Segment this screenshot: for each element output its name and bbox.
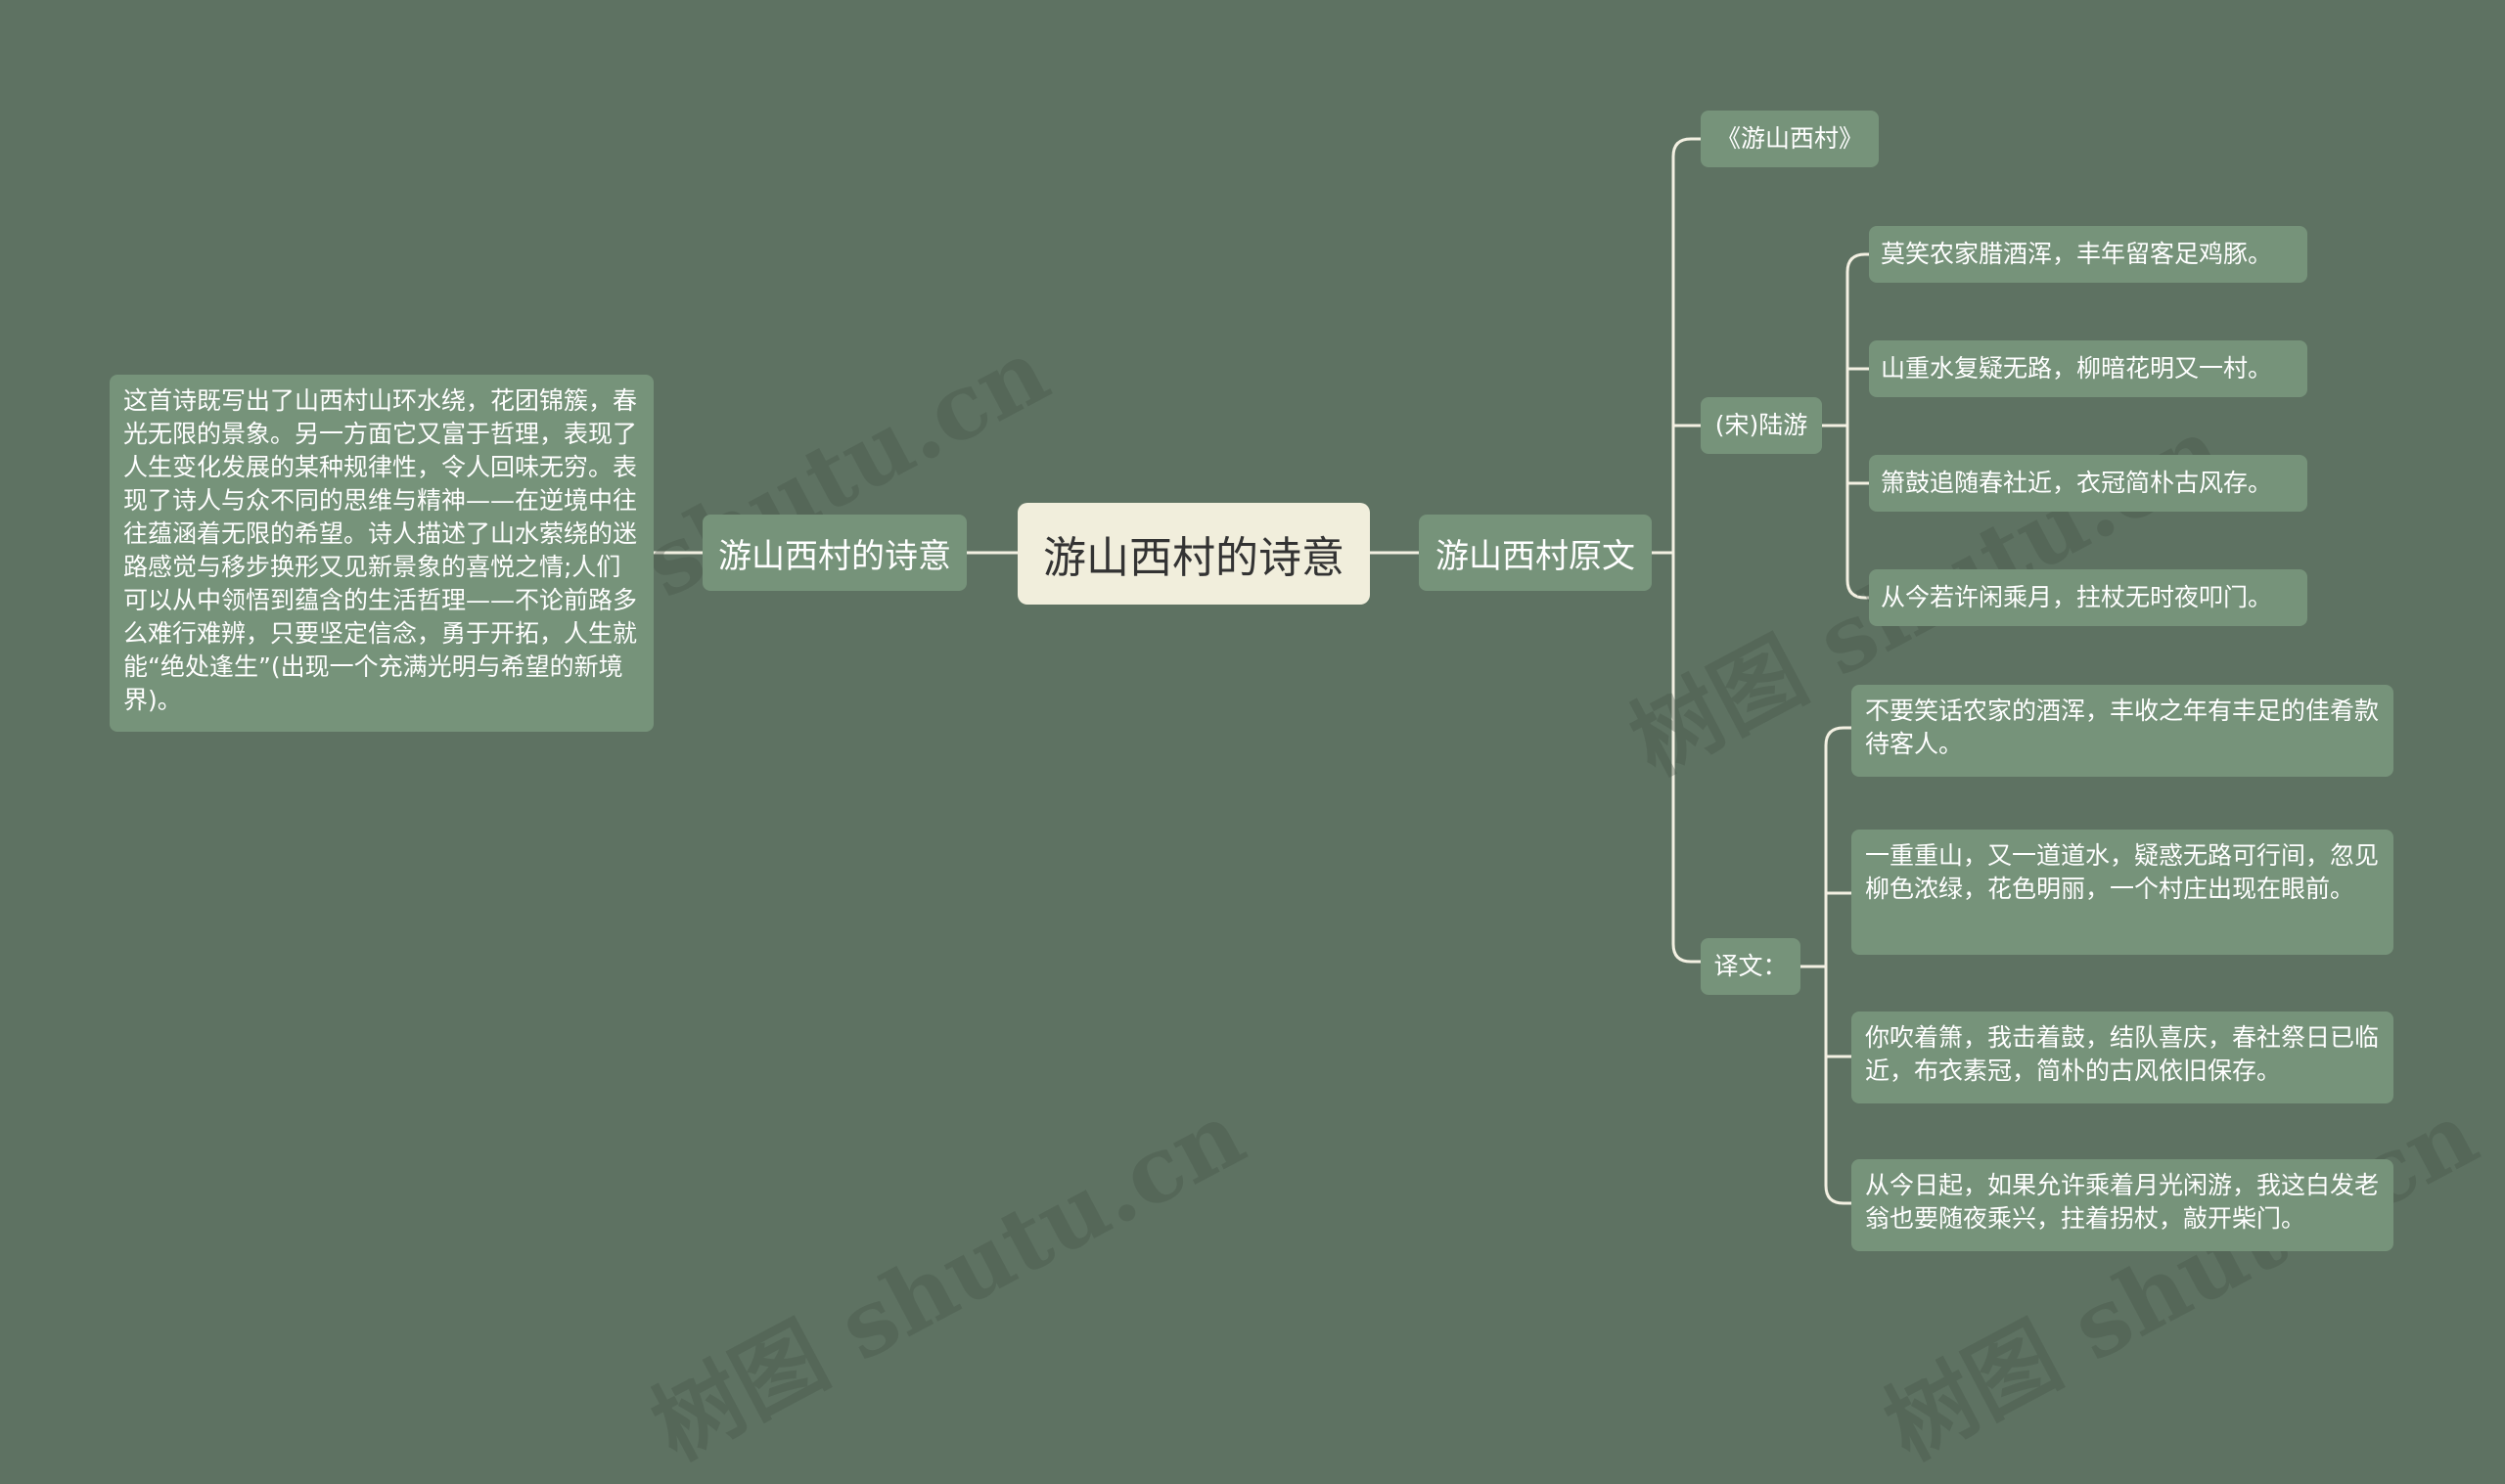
branch-poem-meaning[interactable]: 游山西村的诗意 [703, 515, 967, 591]
author-label: (宋)陆游 [1714, 411, 1808, 439]
poem-line[interactable]: 山重水复疑无路，柳暗花明又一村。 [1869, 340, 2307, 397]
poem-line-text: 从今若许闲乘月，拄杖无时夜叩门。 [1881, 583, 2273, 611]
poem-line[interactable]: 从今若许闲乘月，拄杖无时夜叩门。 [1869, 569, 2307, 626]
poem-line-text: 莫笑农家腊酒浑，丰年留客足鸡豚。 [1881, 240, 2273, 268]
poem-line-text: 山重水复疑无路，柳暗花明又一村。 [1881, 354, 2273, 382]
trunk-translation [1800, 726, 1851, 1205]
root-node[interactable]: 游山西村的诗意 [1018, 503, 1370, 605]
translation-text: 从今日起，如果允许乘着月光闲游，我这白发老翁也要随夜乘兴，拄着拐杖，敲开柴门。 [1865, 1171, 2380, 1233]
branch-label: 游山西村的诗意 [718, 536, 951, 576]
poem-line-text: 箫鼓追随春社近，衣冠简朴古风存。 [1881, 469, 2273, 497]
mind-map-canvas: 树图 shutu.cn 树图 shutu.cn 树图 shutu.cn 树图 s… [110, 111, 2493, 1480]
translation-line[interactable]: 一重重山，又一道道水，疑惑无路可行间，忽见柳色浓绿，花色明丽，一个村庄出现在眼前… [1851, 830, 2393, 955]
trunk-right [1652, 137, 1701, 964]
translation-line[interactable]: 不要笑话农家的酒浑，丰收之年有丰足的佳肴款待客人。 [1851, 685, 2393, 777]
poem-line[interactable]: 莫笑农家腊酒浑，丰年留客足鸡豚。 [1869, 226, 2307, 283]
connector-lines [654, 137, 1869, 1205]
translation-text: 你吹着箫，我击着鼓，结队喜庆，春社祭日已临近，布衣素冠，简朴的古风依旧保存。 [1865, 1023, 2380, 1085]
translation-line[interactable]: 从今日起，如果允许乘着月光闲游，我这白发老翁也要随夜乘兴，拄着拐杖，敲开柴门。 [1851, 1159, 2393, 1251]
translation-label: 译文： [1713, 952, 1788, 980]
meaning-note[interactable]: 这首诗既写出了山西村山环水绕，花团锦簇，春光无限的景象。另一方面它又富于哲理，表… [110, 375, 654, 732]
poem-line[interactable]: 箫鼓追随春社近，衣冠简朴古风存。 [1869, 455, 2307, 512]
translation-text: 一重重山，又一道道水，疑惑无路可行间，忽见柳色浓绿，花色明丽，一个村庄出现在眼前… [1865, 841, 2380, 903]
translation-text: 不要笑话农家的酒浑，丰收之年有丰足的佳肴款待客人。 [1865, 697, 2380, 758]
translation-line[interactable]: 你吹着箫，我击着鼓，结队喜庆，春社祭日已临近，布衣素冠，简朴的古风依旧保存。 [1851, 1012, 2393, 1103]
author-node[interactable]: (宋)陆游 [1701, 397, 1822, 454]
branch-label: 游山西村原文 [1435, 536, 1635, 576]
poem-title-node[interactable]: 《游山西村》 [1701, 111, 1879, 167]
poem-title: 《游山西村》 [1715, 124, 1863, 153]
note-text: 这首诗既写出了山西村山环水绕，花团锦簇，春光无限的景象。另一方面它又富于哲理，表… [123, 386, 638, 714]
trunk-author [1822, 252, 1869, 600]
branch-original-text[interactable]: 游山西村原文 [1419, 515, 1652, 591]
translation-node[interactable]: 译文： [1701, 938, 1800, 995]
root-title: 游山西村的诗意 [1043, 533, 1344, 583]
